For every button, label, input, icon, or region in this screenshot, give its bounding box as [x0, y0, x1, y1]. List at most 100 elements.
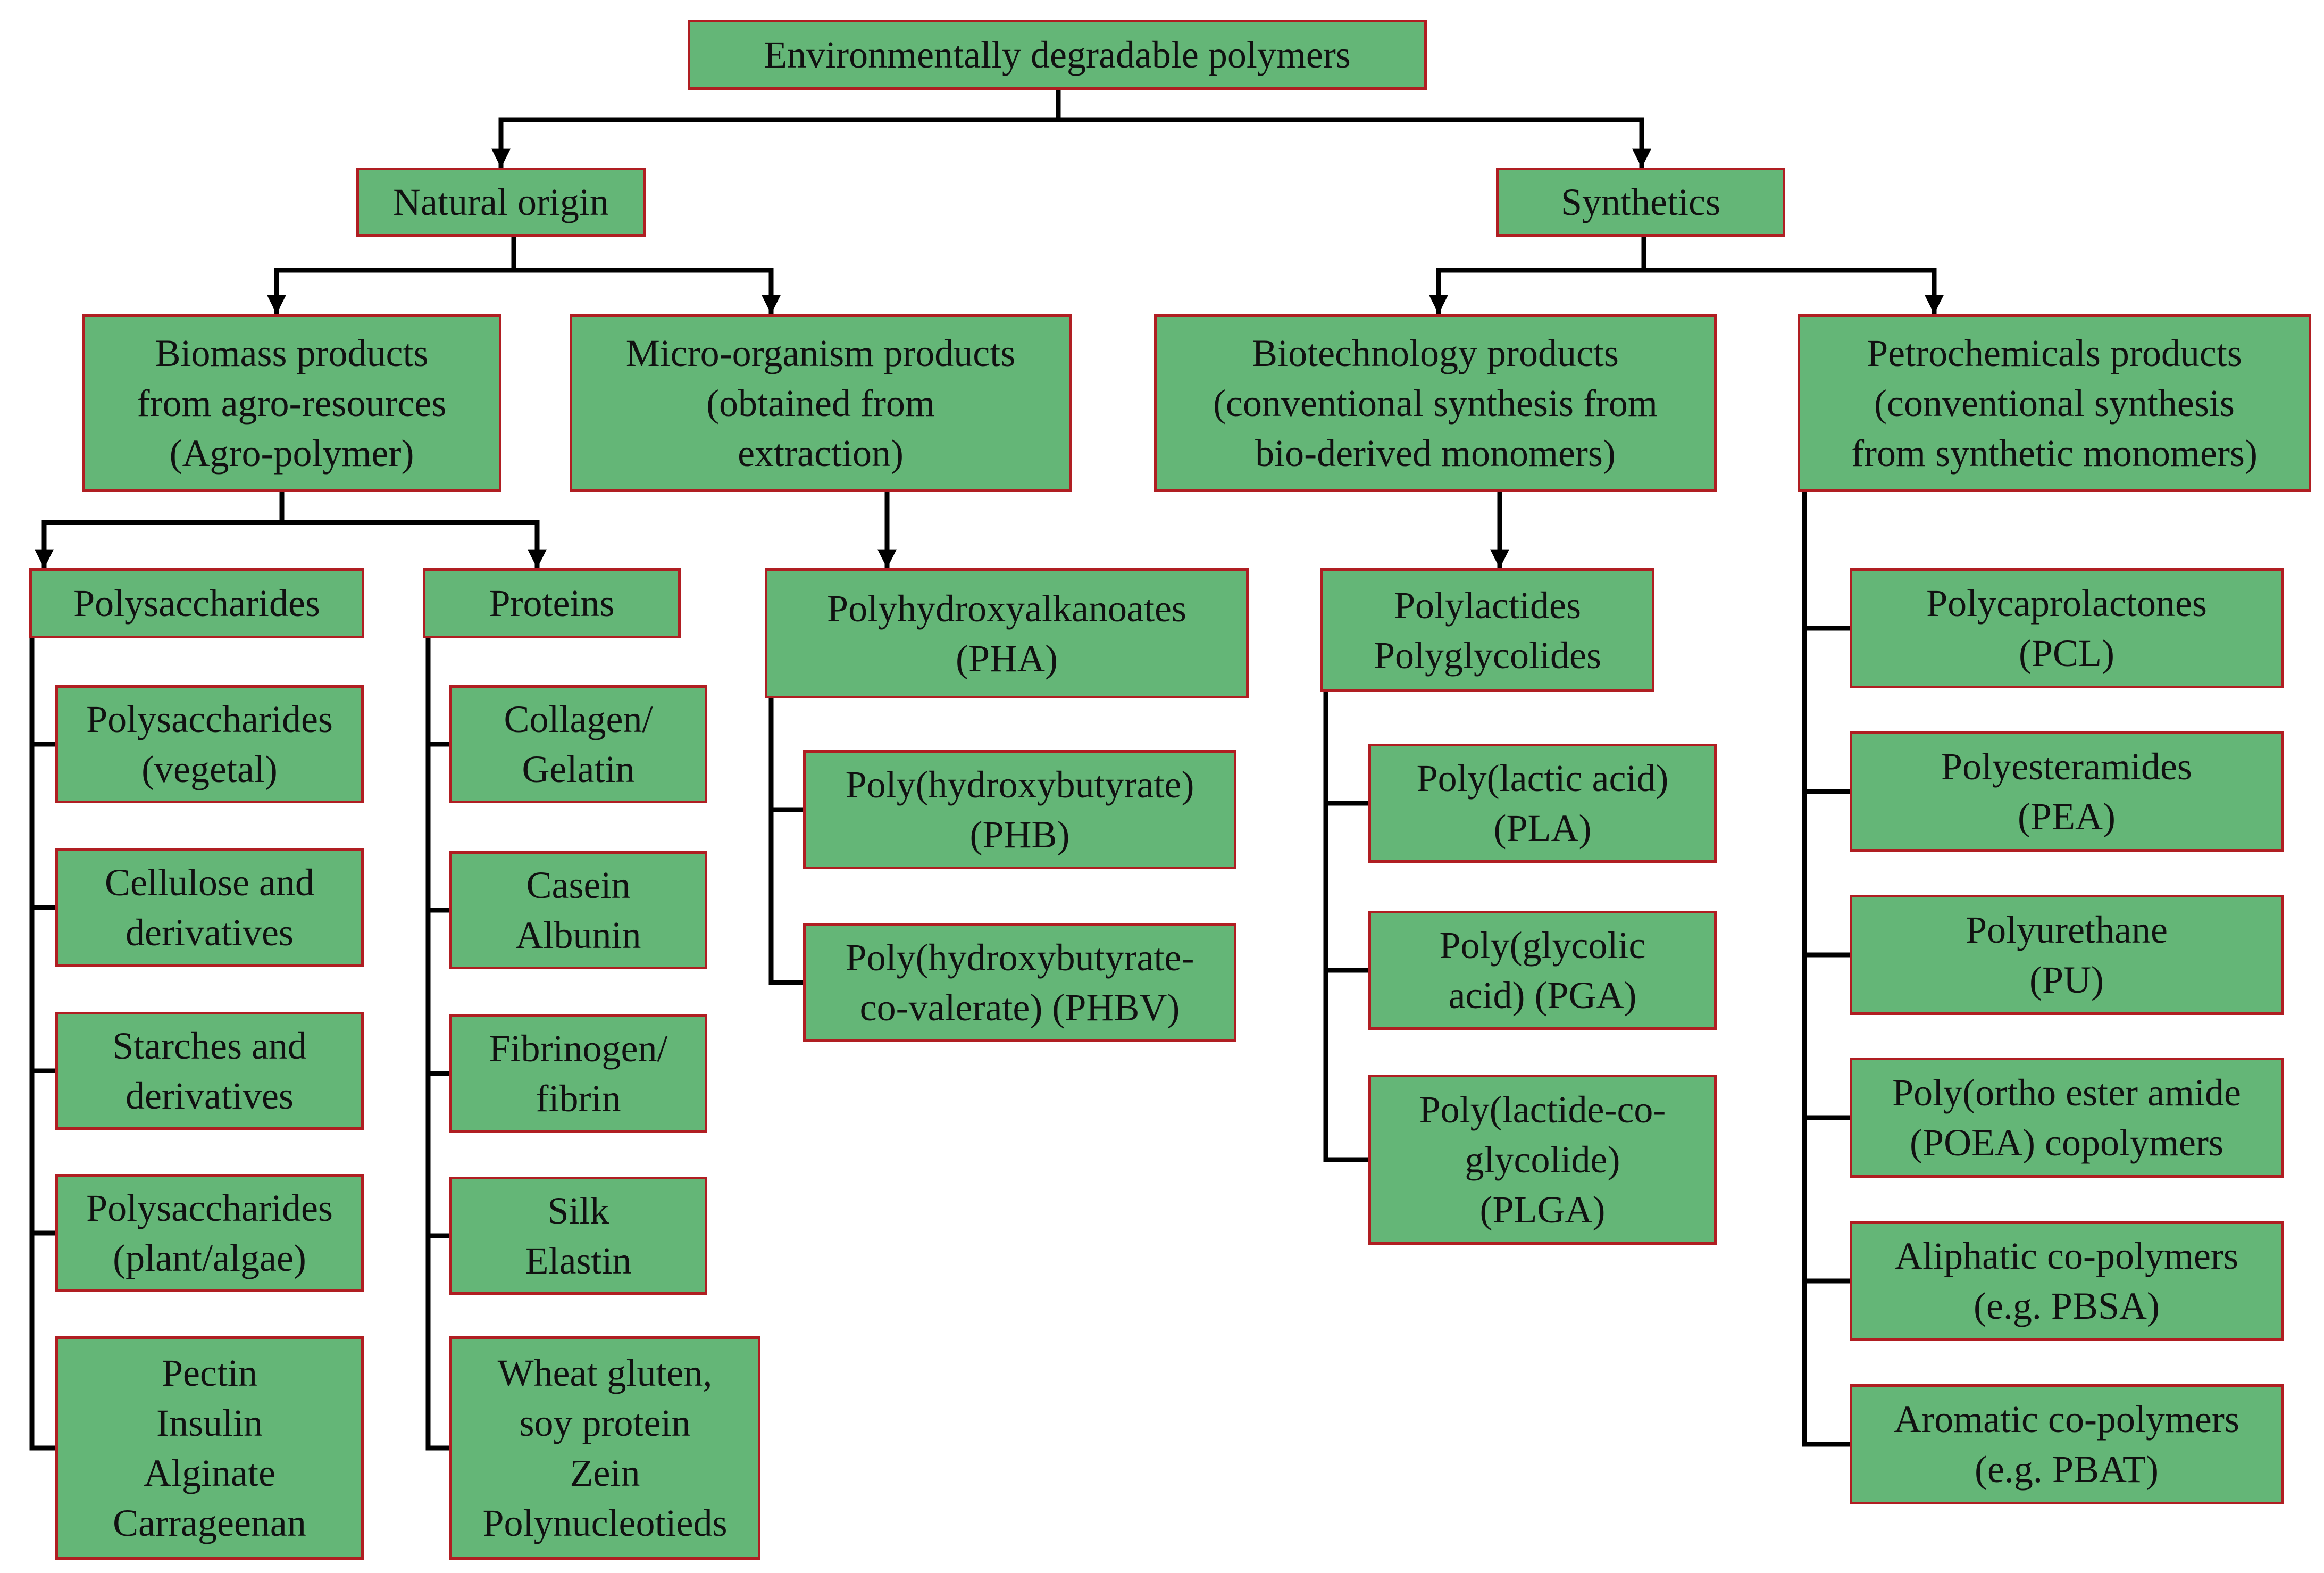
node-text-line: Insulin — [156, 1402, 263, 1444]
node-text-line: Micro-organism products — [625, 331, 1016, 374]
node-collagen-gelatin: Collagen/Gelatin — [449, 685, 707, 803]
node-text-line: Polysaccharides — [86, 698, 333, 740]
node-poly-ortho-ester-amide: Poly(ortho ester amide (POEA) copolymers — [1850, 1058, 2284, 1178]
node-fibrinogen-fibrin: Fibrinogen/fibrin — [449, 1014, 707, 1133]
node-text-line: Elastin — [525, 1239, 632, 1282]
node-text-line: (e.g. PBSA) — [1973, 1285, 2160, 1327]
node-text-line: (PCL) — [2019, 632, 2114, 675]
node-polyhydroxyalkanoates: Polyhydroxyalkanoates(PHA) — [765, 568, 1249, 698]
node-poly-glycolic-acid: Poly(glycolic acid) (PGA) — [1368, 911, 1717, 1030]
node-text-line: Polyurethane — [1966, 909, 2168, 951]
node-text-line: fibrin — [536, 1077, 621, 1120]
node-text-line: soy protein — [519, 1402, 691, 1444]
node-proteins: Proteins — [423, 568, 681, 638]
node-poly-hydroxybutyrate: Poly(hydroxybutyrate) (PHB) — [803, 750, 1236, 869]
node-aromatic-co-polymers: Aromatic co-polymers (e.g. PBAT) — [1850, 1384, 2284, 1504]
node-poly-lactic-acid: Poly(lactic acid) (PLA) — [1368, 744, 1717, 863]
node-polysaccharides: Polysaccharides — [29, 568, 364, 638]
node-biomass-products: Biomass products from agro-resources (Agro… — [82, 314, 501, 492]
node-text-line: Aliphatic co-polymers — [1895, 1235, 2238, 1277]
node-micro-organism-products: Micro-organism products (obtained from ext… — [570, 314, 1072, 492]
node-text-line: Polynucleotieds — [482, 1502, 728, 1544]
node-text-line: Proteins — [489, 582, 615, 625]
node-text-line: (POEA) copolymers — [1910, 1121, 2223, 1164]
node-text-line: Fibrinogen/ — [489, 1027, 668, 1070]
node-text-line: acid) (PGA) — [1448, 974, 1637, 1017]
node-text-line: Environmentally degradable polymers — [764, 34, 1351, 76]
node-text-line: Polyglycolides — [1374, 634, 1601, 677]
node-text-line: Starches and — [112, 1025, 307, 1067]
node-natural-origin: Natural origin — [356, 168, 646, 237]
node-poly-lactide-co-glycolide: Poly(lactide-co-glycolide) (PLGA) — [1368, 1075, 1717, 1245]
node-text-line: Poly(hydroxybutyrate- — [845, 936, 1194, 979]
node-text-line: Cellulose and — [105, 861, 314, 904]
node-aliphatic-co-polymers: Aliphatic co-polymers (e.g. PBSA) — [1850, 1221, 2284, 1341]
node-text-line: Wheat gluten, — [497, 1352, 713, 1394]
node-text-line: (PU) — [2029, 959, 2104, 1001]
node-text-line: from synthetic monomers) — [1851, 431, 2258, 475]
node-text-line: (PHB) — [969, 813, 1070, 856]
node-synthetics: Synthetics — [1496, 168, 1785, 237]
node-text-line: Polysaccharides — [73, 582, 320, 625]
node-polycaprolactones: Polycaprolactones (PCL) — [1850, 568, 2284, 688]
node-text-line: (conventional synthesis — [1874, 381, 2235, 425]
node-text-line: Pectin — [162, 1352, 257, 1394]
node-text-line: Casein — [526, 864, 631, 906]
node-polyesteramides: Polyesteramides (PEA) — [1850, 731, 2284, 852]
node-text-line: Polycaprolactones — [1926, 582, 2207, 625]
node-text-line: Biomass products — [155, 331, 429, 374]
node-polysaccharides-plant-algae: Polysaccharides (plant/algae) — [55, 1174, 364, 1292]
node-polysaccharides-vegetal: Polysaccharides (vegetal) — [55, 685, 364, 803]
node-biotechnology-products: Biotechnology products (conventional synt… — [1154, 314, 1717, 492]
node-text-line: Gelatin — [522, 748, 635, 790]
node-text-line: Natural origin — [393, 181, 609, 223]
node-text-line: Poly(lactic acid) — [1416, 757, 1669, 800]
node-text-line: Alginate — [144, 1452, 275, 1494]
node-text-line: Biotechnology products — [1252, 331, 1619, 374]
node-text-line: (conventional synthesis from — [1213, 381, 1658, 425]
node-text-line: derivatives — [126, 1075, 294, 1117]
node-text-line: (PLA) — [1493, 807, 1592, 850]
node-text-line: Albunin — [515, 914, 641, 956]
node-text-line: Petrochemicals products — [1867, 331, 2242, 374]
node-text-line: Polysaccharides — [86, 1187, 333, 1229]
node-environmentally-degradable-polymers: Environmentally degradable polymers — [688, 20, 1427, 90]
node-text-line: (e.g. PBAT) — [1975, 1448, 2159, 1491]
node-petrochemicals-products: Petrochemicals products (conventional syn… — [1798, 314, 2311, 492]
node-text-line: Silk — [547, 1189, 609, 1232]
node-text-line: Polylactides — [1394, 584, 1581, 627]
node-text-line: derivatives — [126, 911, 294, 954]
node-text-line: glycolide) — [1465, 1138, 1620, 1181]
node-text-line: (PLGA) — [1479, 1188, 1606, 1231]
node-text-line: (PHA) — [956, 637, 1058, 680]
node-text-line: co-valerate) (PHBV) — [859, 986, 1180, 1029]
node-poly-hydroxybutyrate-co-valerate: Poly(hydroxybutyrate-co-valerate) (PHBV) — [803, 923, 1236, 1042]
node-text-line: Poly(glycolic — [1439, 924, 1646, 967]
node-text-line: Collagen/ — [504, 698, 653, 740]
node-text-line: Synthetics — [1561, 181, 1720, 223]
node-cellulose-and-derivatives: Cellulose and derivatives — [55, 848, 364, 967]
node-text-line: Poly(ortho ester amide — [1892, 1071, 2241, 1114]
node-text-line: Poly(lactide-co- — [1419, 1088, 1666, 1131]
node-starches-and-derivatives: Starches and derivatives — [55, 1012, 364, 1130]
node-text-line: Poly(hydroxybutyrate) — [845, 763, 1194, 806]
node-text-line: (PEA) — [2018, 795, 2116, 838]
node-text-line: (obtained from — [706, 381, 935, 425]
node-text-line: (Agro-polymer) — [169, 431, 414, 475]
node-text-line: Carrageenan — [113, 1502, 306, 1544]
node-text-line: from agro-resources — [137, 381, 447, 425]
node-polyurethane: Polyurethane (PU) — [1850, 895, 2284, 1015]
node-text-line: bio-derived monomers) — [1255, 431, 1616, 475]
node-text-line: (vegetal) — [141, 748, 278, 790]
node-text-line: extraction) — [738, 431, 904, 475]
node-text-line: Aromatic co-polymers — [1894, 1398, 2239, 1441]
node-text-line: (plant/algae) — [113, 1237, 306, 1279]
node-text-line: Polyesteramides — [1941, 745, 2192, 788]
